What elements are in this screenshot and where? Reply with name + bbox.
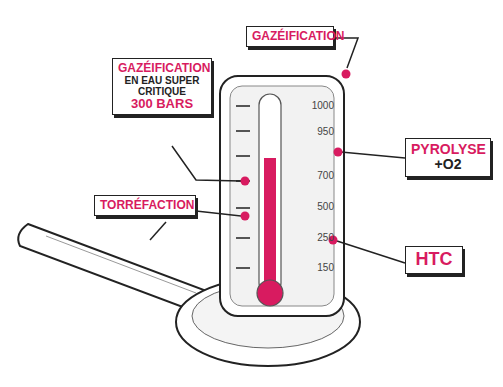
- leader-line: [337, 241, 405, 263]
- tick: [236, 130, 250, 132]
- marker-dots: [241, 70, 351, 245]
- marker-dot: [241, 212, 250, 221]
- scale-value: 1000: [304, 100, 334, 111]
- mercury-column: [264, 158, 276, 288]
- leader-line: [341, 152, 405, 158]
- callout-text: GAZÉIFICATION: [252, 30, 328, 43]
- mercury-bulb: [257, 280, 283, 306]
- leader-line: [334, 38, 358, 68]
- leader-line: [196, 211, 241, 216]
- tick: [236, 155, 250, 157]
- callout-text: GAZÉIFICATION: [118, 62, 206, 75]
- handle-shade: [46, 236, 196, 293]
- callout-text: 300 BARS: [118, 97, 206, 111]
- marker-dot: [241, 177, 250, 186]
- tick: [236, 105, 250, 107]
- callout-box: PYROLYSE+O2: [405, 138, 491, 177]
- callout-text: EN EAU SUPER CRITIQUE: [118, 75, 206, 97]
- callout-text: TORRÉFACTION: [100, 199, 190, 212]
- callout-box: HTC: [405, 246, 463, 274]
- callout-box: GAZÉIFICATIONEN EAU SUPER CRITIQUE300 BA…: [112, 58, 212, 115]
- tick: [236, 207, 250, 209]
- tick: [236, 237, 250, 239]
- leader-line: [150, 222, 166, 240]
- scale-value: 150: [304, 262, 334, 273]
- marker-dot: [342, 70, 351, 79]
- callout-box: GAZÉIFICATION: [246, 26, 334, 47]
- leader-line: [172, 146, 241, 181]
- thermometer-panel: [230, 86, 334, 306]
- scale-ticks: [236, 106, 250, 268]
- tick: [236, 267, 250, 269]
- handle: [18, 224, 204, 312]
- callout-text: +O2: [411, 157, 485, 172]
- scale-value: 500: [304, 201, 334, 212]
- scale-value: 700: [304, 170, 334, 181]
- callout-box: TORRÉFACTION: [94, 195, 196, 216]
- marker-dot: [334, 148, 343, 157]
- scale-value: 950: [304, 126, 334, 137]
- thermometer-tube: [259, 94, 281, 294]
- thermometer-body: [220, 76, 344, 316]
- callout-text: HTC: [411, 250, 457, 270]
- scale-value: 250: [304, 232, 334, 243]
- callout-text: PYROLYSE: [411, 142, 485, 157]
